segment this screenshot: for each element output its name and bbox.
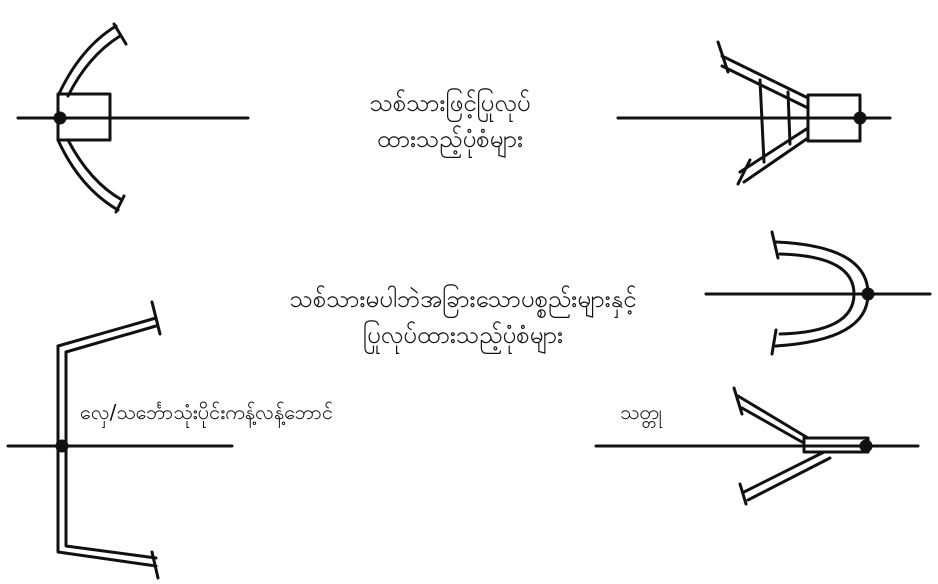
upper-arm-tip — [716, 40, 730, 74]
bottom-arm-tip — [150, 550, 160, 580]
lower-arm — [738, 126, 810, 184]
lower-prong — [742, 450, 832, 502]
arm-upper-outer — [56, 24, 118, 98]
label-group1-line2: ထားသည့်ပုံစံများ — [376, 125, 524, 153]
figure-wooden-y-right — [616, 40, 892, 186]
label-group2-line2: ပြုလုပ်ထားသည့်ပုံစံများ — [362, 321, 564, 349]
upper-arm — [720, 54, 810, 110]
figure-wooden-fork-left — [16, 22, 250, 214]
lower-arm-tip — [736, 158, 752, 186]
cross-brace-right — [786, 90, 792, 146]
u-tip-upper — [770, 230, 780, 260]
label-group1-line1: သစ်သားဖြင့်ပြုလုပ် — [369, 89, 531, 117]
figure-bracket-frame — [6, 300, 234, 580]
lower-prong-tip — [738, 482, 748, 506]
arm-tip-lower — [114, 194, 126, 214]
u-tip-lower — [770, 328, 778, 356]
label-group2-line1: သစ်သားမပါဘဲအခြားသောပစ္စည်းများနှင့် — [289, 285, 637, 313]
cross-brace-left — [758, 78, 766, 164]
upper-prong — [736, 394, 810, 444]
figure-metal-u-shape — [704, 230, 932, 356]
u-inner-curve — [778, 252, 856, 336]
label-variant-arrow: သတ္တု — [620, 400, 662, 424]
arm-lower-outer — [56, 138, 120, 212]
arm-lower-inner — [66, 138, 124, 202]
arm-tip-upper — [112, 22, 128, 46]
upper-prong-tip — [732, 386, 744, 416]
pivot-point — [853, 111, 867, 125]
bracket-outer — [56, 344, 158, 568]
bracket-top-arm — [56, 316, 158, 354]
label-variant-hoe: လှေ/သင်္ဘောသုံးပိုင်းကန့်လန့်ဘောင် — [80, 400, 333, 424]
figure-metal-arrow — [594, 386, 920, 506]
pivot-point — [55, 439, 69, 453]
arm-upper-inner — [66, 34, 122, 98]
top-arm-tip — [150, 300, 162, 336]
bracket-inner — [64, 350, 158, 560]
pivot-point — [859, 439, 873, 453]
pivot-point — [53, 111, 67, 125]
pivot-point — [861, 287, 875, 301]
